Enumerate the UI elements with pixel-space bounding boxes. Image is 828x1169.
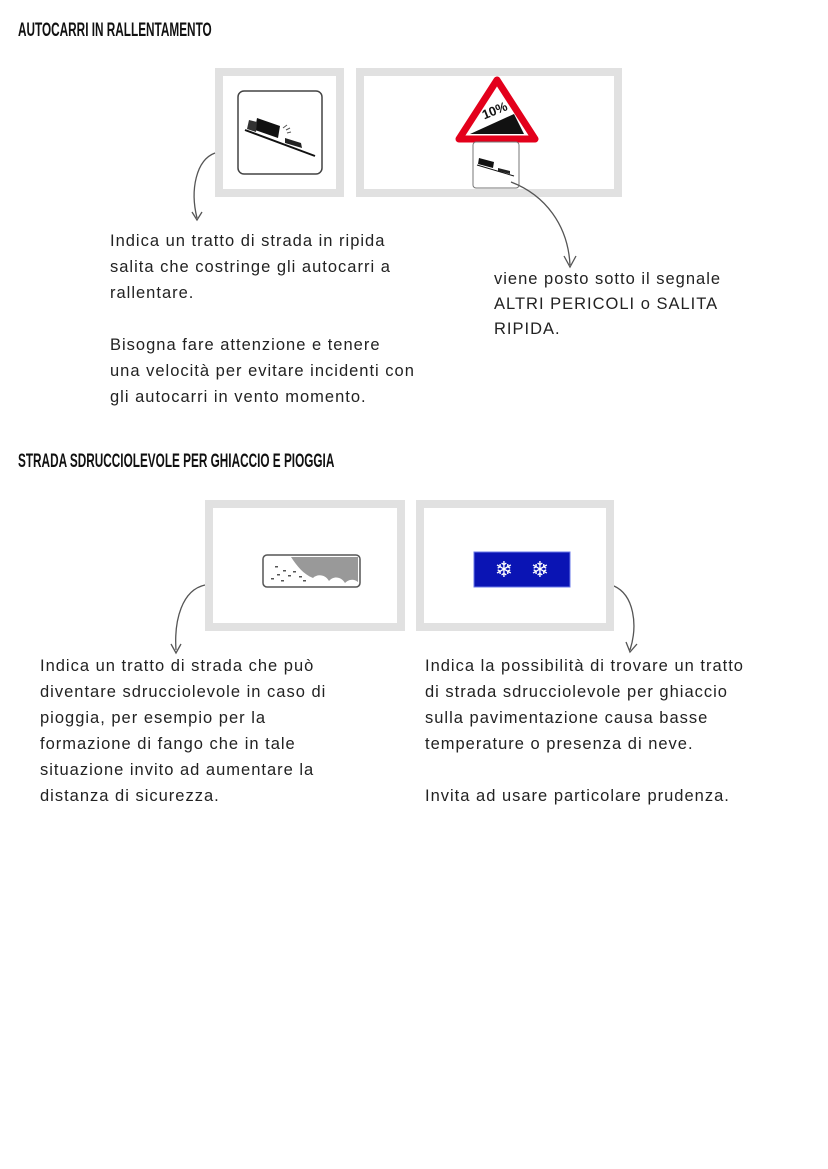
text-line: ALTRI PERICOLI o SALITA: [494, 295, 719, 313]
text-line: Indica la possibilità di trovare un trat…: [425, 657, 744, 675]
text-line: formazione di fango che in tale: [40, 735, 296, 753]
arrow-left-2: [175, 584, 206, 651]
text-line: pioggia, per esempio per la: [40, 709, 267, 727]
text-line: viene posto sotto il segnale: [494, 270, 722, 288]
sign-frame-trucks: [215, 68, 344, 197]
text-line: situazione invito ad aumentare la: [40, 761, 315, 779]
snowflake-icon: ❄: [495, 558, 513, 583]
text-line: RIPIDA.: [494, 320, 561, 338]
text-line: rallentare.: [110, 284, 195, 302]
trucks-slowing-sign-icon: [237, 90, 323, 175]
text-line: Indica un tratto di strada che può: [40, 657, 315, 675]
arrow-left-1: [193, 152, 216, 219]
snowflake-icon: ❄: [531, 558, 549, 583]
text-line: diventare sdrucciolevole in caso di: [40, 683, 327, 701]
text-line: di strada sdrucciolevole per ghiaccio: [425, 683, 728, 701]
text-line: Indica un tratto di strada in ripida: [110, 232, 386, 250]
sign-frame-rain: [205, 500, 405, 631]
text-line: sulla pavimentazione causa basse: [425, 709, 709, 727]
text-line: gli autocarri in vento momento.: [110, 388, 367, 406]
text-line: Bisogna fare attenzione e tenere: [110, 336, 381, 354]
text-line: salita che costringe gli autocarri a: [110, 258, 391, 276]
sign-frame-ice: ❄ ❄: [416, 500, 614, 631]
section-title-autocarri: AUTOCARRI IN RALLENTAMENTO: [18, 20, 212, 41]
text-line: temperature o presenza di neve.: [425, 735, 694, 753]
slippery-rain-sign-icon: [262, 554, 361, 588]
section-title-sdrucciolevole: STRADA SDRUCCIOLEVOLE PER GHIACCIO E PIO…: [18, 451, 335, 472]
placement-note: viene posto sotto il segnale ALTRI PERIC…: [494, 267, 721, 342]
rain-description: Indica un tratto di strada che può diven…: [40, 653, 326, 809]
sign-frame-steep-slope: 10%: [356, 68, 622, 197]
arrow-right-2: [613, 585, 635, 651]
ice-description: Indica la possibilità di trovare un trat…: [425, 653, 744, 809]
trucks-description: Indica un tratto di strada in ripida sal…: [110, 228, 415, 410]
text-line: distanza di sicurezza.: [40, 787, 220, 805]
steep-slope-warning-sign-icon: 10%: [455, 76, 539, 189]
text-line: Invita ad usare particolare prudenza.: [425, 787, 730, 805]
icy-road-sign-icon: ❄ ❄: [473, 551, 571, 588]
text-line: una velocità per evitare incidenti con: [110, 362, 415, 380]
